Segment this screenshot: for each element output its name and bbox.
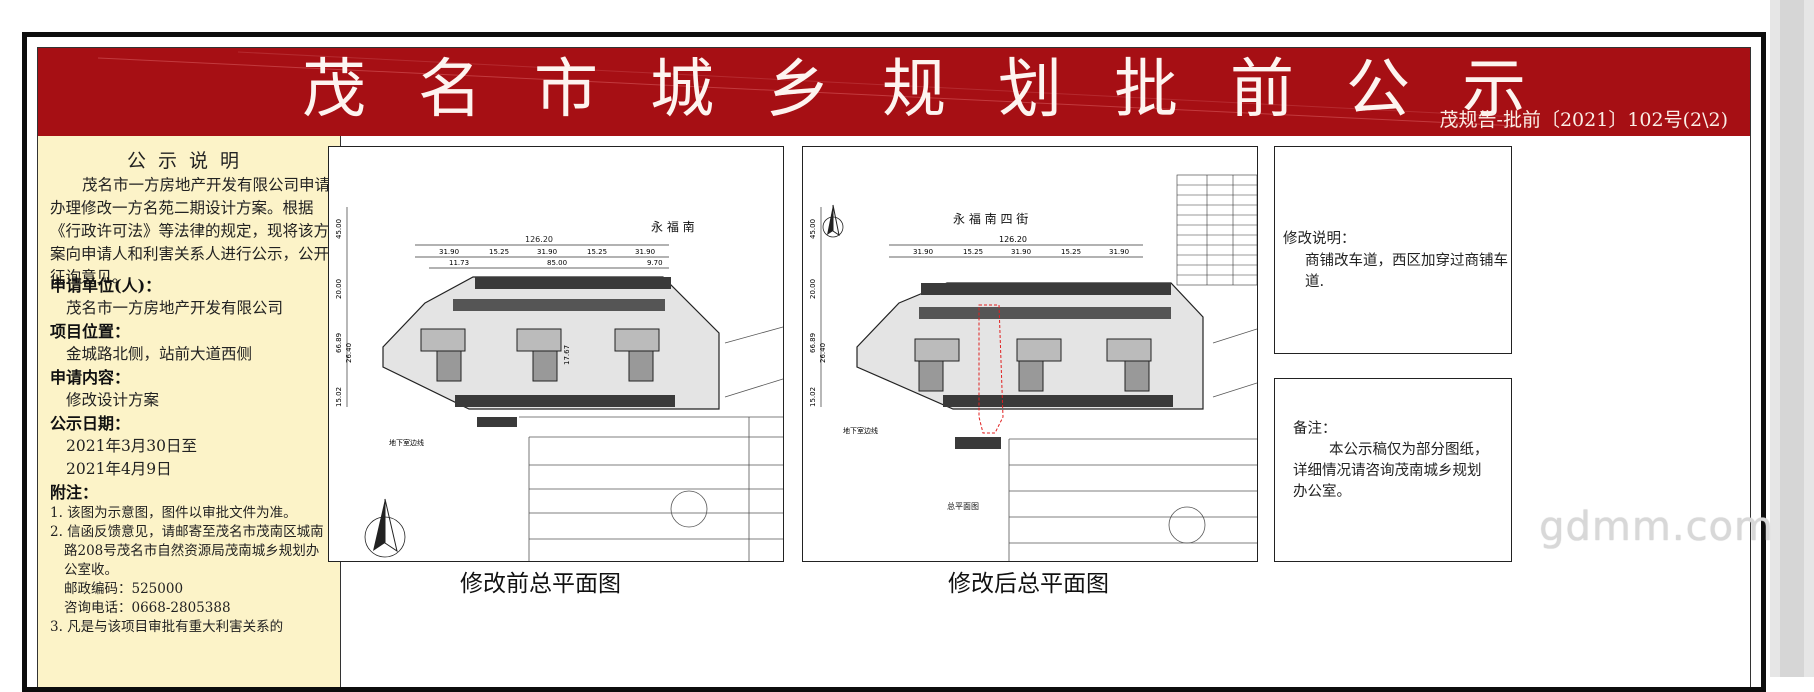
board-frame: 茂名市城乡规划批前公示 茂规告-批前〔2021〕102号(2\2) 公示说明 茂… — [37, 47, 1751, 687]
plan-before-panel: 永 福 南 126.20 31.90 15.25 31.90 15.25 31.… — [328, 146, 784, 562]
new-driveway-highlight — [978, 304, 1004, 434]
plan-before-drawing: 永 福 南 126.20 31.90 15.25 31.90 15.25 31.… — [335, 207, 783, 561]
page-title: 茂名市城乡规划批前公示 — [302, 53, 1578, 127]
dim-v3: 66.89 — [335, 333, 343, 353]
postcode: 邮政编码：525000 — [64, 581, 184, 597]
content-label: 申请内容： — [50, 368, 131, 387]
dim-after-v3: 66.89 — [809, 333, 817, 353]
notice-heading: 公示说明 — [126, 150, 251, 172]
dim-after-seg-5: 31.90 — [1109, 248, 1129, 256]
note-3: 3. 凡是与该项目审批有重大利害关系的 — [50, 619, 284, 635]
shop-row-bottom-after — [943, 395, 1173, 407]
plan-after-panel: 永 福 南 四 街 126.20 31.90 15.25 31.90 15.25… — [802, 146, 1258, 562]
dim-after-seg-1: 31.90 — [913, 248, 933, 256]
dim-after-seg-3: 31.90 — [1011, 248, 1031, 256]
before-caption: 修改前总平面图 — [460, 571, 621, 597]
memo-box: 备注： 本公示稿仅为部分图纸，详细情况请咨询茂南城乡规划办公室。 — [1274, 378, 1512, 562]
dim-seg-3: 31.90 — [537, 248, 557, 256]
dim-seg-1: 31.90 — [439, 248, 459, 256]
north-arrow-before — [364, 498, 406, 558]
north-arrow-after — [822, 204, 844, 238]
dim-left-sub: 11.73 — [449, 259, 469, 267]
basement-label-before: 地下室边线 — [389, 438, 424, 447]
shop-block — [477, 417, 517, 427]
memo-body: 本公示稿仅为部分图纸，详细情况请咨询茂南城乡规划办公室。 — [1293, 442, 1489, 500]
date-from: 2021年3月30日至 — [66, 437, 198, 455]
dim-after-v4: 26.40 — [819, 343, 827, 363]
phone: 咨询电话：0668-2805388 — [64, 600, 231, 616]
notice-intro: 茂名市一方房地产开发有限公司申请办理修改一方名苑二期设计方案。根据《行政许可法》… — [50, 176, 331, 286]
road-name-before: 永 福 南 — [651, 219, 695, 234]
applicant-label: 申请单位(人)： — [50, 276, 162, 295]
site-watermark: gdmm.com — [1539, 504, 1774, 550]
dim-v5: 15.02 — [335, 387, 343, 407]
plan-after-drawing: 永 福 南 四 街 126.20 31.90 15.25 31.90 15.25… — [809, 174, 1257, 561]
dim-right-sub: 9.70 — [647, 259, 663, 267]
dim-seg-5: 31.90 — [635, 248, 655, 256]
document-number: 茂规告-批前〔2021〕102号(2\2) — [1439, 109, 1728, 131]
dim-total-before: 126.20 — [525, 235, 553, 244]
dim-after-seg-4: 15.25 — [1061, 248, 1081, 256]
shop-row-2-after — [919, 307, 1171, 319]
dim-seg-4: 15.25 — [587, 248, 607, 256]
dim-v1: 45.00 — [335, 219, 343, 239]
dim-after-v5: 15.02 — [809, 387, 817, 407]
note-1: 1. 该图为示意图，图件以审批文件为准。 — [50, 505, 297, 521]
basement-label-after: 地下室边线 — [843, 426, 878, 435]
after-caption: 修改后总平面图 — [948, 571, 1109, 597]
location-label: 项目位置： — [50, 322, 131, 341]
shop-row-bottom — [455, 395, 675, 407]
dim-inner: 85.00 — [547, 259, 567, 267]
shop-row-top-after — [921, 283, 1171, 295]
change-notes-body: 商铺改车道，西区加穿过商铺车道. — [1305, 253, 1508, 290]
change-notes-title: 修改说明： — [1283, 231, 1356, 247]
notice-details: 申请单位(人)： 茂名市一方房地产开发有限公司 项目位置： 金城路北侧，站前大道… — [50, 274, 332, 637]
shop-row-top — [475, 277, 671, 289]
location-value: 金城路北侧，站前大道西侧 — [66, 345, 253, 363]
shop-row-2 — [453, 299, 665, 311]
notice-board: 茂名市城乡规划批前公示 茂规告-批前〔2021〕102号(2\2) 公示说明 茂… — [22, 32, 1766, 692]
road-name-after: 永 福 南 四 街 — [953, 211, 1028, 226]
dim-v2: 20.00 — [335, 279, 343, 299]
data-table — [1176, 174, 1257, 286]
change-notes-box: 修改说明： 商铺改车道，西区加穿过商铺车道. — [1274, 146, 1512, 354]
dim-seg-2: 15.25 — [489, 248, 509, 256]
dim-after-v2: 20.00 — [809, 279, 817, 299]
banner-texture — [97, 51, 1539, 127]
dim-gap: 17.67 — [563, 345, 571, 365]
memo-title: 备注： — [1293, 421, 1337, 437]
viewer-scroll-strip — [1770, 0, 1814, 677]
content-value: 修改设计方案 — [66, 391, 160, 409]
dim-v4: 26.40 — [345, 343, 353, 363]
date-label: 公示日期： — [50, 414, 131, 433]
note-2: 2. 信函反馈意见，请邮寄至茂名市茂南区城南路208号茂名市自然资源局茂南城乡规… — [50, 524, 324, 578]
dim-total-after: 126.20 — [999, 235, 1027, 244]
notice-sidebar: 公示说明 茂名市一方房地产开发有限公司申请办理修改一方名苑二期设计方案。根据《行… — [38, 136, 341, 687]
site-label-after: 总平面图 — [947, 501, 979, 511]
notes-label: 附注： — [50, 483, 99, 502]
dim-after-v1: 45.00 — [809, 219, 817, 239]
dim-after-seg-2: 15.25 — [963, 248, 983, 256]
applicant-value: 茂名市一方房地产开发有限公司 — [66, 299, 284, 317]
date-to: 2021年4月9日 — [66, 460, 172, 478]
viewer-scroll-track — [1780, 0, 1804, 677]
header-banner: 茂名市城乡规划批前公示 茂规告-批前〔2021〕102号(2\2) — [38, 48, 1750, 136]
